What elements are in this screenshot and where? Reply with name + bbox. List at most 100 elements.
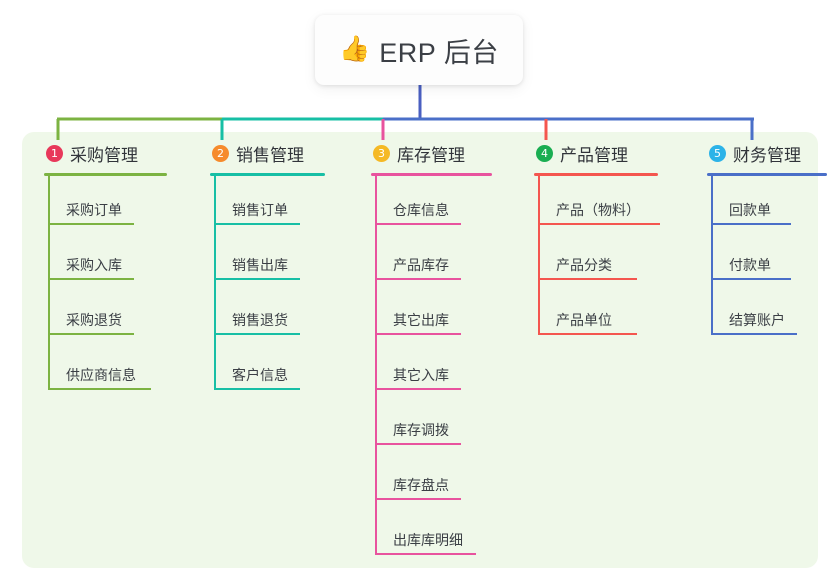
menu-item[interactable]: 回款单 — [693, 176, 827, 231]
menu-item[interactable]: 其它入库 — [357, 341, 492, 396]
menu-item[interactable]: 采购订单 — [30, 176, 167, 231]
column-header-5[interactable]: 5 财务管理 — [693, 140, 827, 166]
column-header-rule — [707, 173, 827, 176]
menu-item[interactable]: 结算账户 — [693, 286, 827, 341]
menu-item[interactable]: 供应商信息 — [30, 341, 167, 396]
menu-item-label: 供应商信息 — [66, 367, 136, 383]
menu-item-label: 采购订单 — [66, 202, 122, 218]
column-header-1[interactable]: 1 采购管理 — [30, 140, 167, 166]
menu-item-label: 结算账户 — [729, 312, 785, 328]
menu-item[interactable]: 付款单 — [693, 231, 827, 286]
root-node-title: ERP 后台 — [379, 37, 499, 68]
column-销售管理: 2 销售管理销售订单销售出库销售退货客户信息 — [196, 140, 325, 396]
column-spine — [48, 176, 50, 390]
column-header-rule — [371, 173, 492, 176]
menu-item-rule — [375, 443, 461, 445]
menu-item[interactable]: 产品分类 — [520, 231, 658, 286]
menu-item-rule — [375, 388, 461, 390]
menu-item[interactable]: 采购入库 — [30, 231, 167, 286]
menu-item-label: 付款单 — [729, 257, 771, 273]
menu-item-label: 产品分类 — [556, 257, 612, 273]
menu-item[interactable]: 产品（物料） — [520, 176, 660, 231]
column-items: 销售订单销售出库销售退货客户信息 — [196, 176, 325, 396]
menu-item-rule — [538, 278, 637, 280]
menu-item-label: 库存调拨 — [393, 422, 449, 438]
menu-item-label: 销售退货 — [232, 312, 288, 328]
column-title: 采购管理 — [70, 145, 138, 165]
column-header-rule — [44, 173, 167, 176]
menu-item-rule — [375, 333, 461, 335]
menu-item[interactable]: 其它出库 — [357, 286, 492, 341]
menu-item[interactable]: 销售出库 — [196, 231, 325, 286]
column-badge-3: 3 — [373, 144, 390, 162]
column-title: 库存管理 — [397, 145, 465, 165]
column-title: 销售管理 — [236, 145, 304, 165]
column-财务管理: 5 财务管理回款单付款单结算账户 — [693, 140, 827, 341]
menu-item-rule — [538, 333, 637, 335]
column-items: 产品（物料） 产品分类产品单位 — [520, 176, 660, 341]
column-items: 回款单付款单结算账户 — [693, 176, 827, 341]
column-badge-1: 1 — [46, 144, 63, 162]
menu-item-rule — [48, 333, 134, 335]
menu-item-label: 销售订单 — [232, 202, 288, 218]
menu-item-label: 其它入库 — [393, 367, 449, 383]
menu-item[interactable]: 销售订单 — [196, 176, 325, 231]
column-title: 财务管理 — [733, 145, 801, 165]
column-产品管理: 4 产品管理产品（物料） 产品分类产品单位 — [520, 140, 660, 341]
column-spine — [538, 176, 540, 335]
menu-item-label: 回款单 — [729, 202, 771, 218]
menu-item-rule — [48, 223, 134, 225]
menu-item-rule — [711, 223, 791, 225]
menu-item-rule — [214, 223, 300, 225]
thumbs-up-icon: 👍 — [339, 34, 371, 63]
menu-item[interactable]: 产品库存 — [357, 231, 492, 286]
column-badge-4: 4 — [536, 144, 553, 162]
column-spine — [214, 176, 216, 390]
menu-item[interactable]: 出库库明细 — [357, 506, 492, 561]
menu-item[interactable]: 仓库信息 — [357, 176, 492, 231]
menu-item-rule — [711, 333, 797, 335]
menu-item-rule — [375, 498, 461, 500]
column-title: 产品管理 — [560, 145, 628, 165]
menu-item-rule — [214, 278, 300, 280]
column-库存管理: 3 库存管理仓库信息产品库存其它出库其它入库库存调拨库存盘点出库库明细 — [357, 140, 492, 561]
column-badge-5: 5 — [709, 144, 726, 162]
column-items: 仓库信息产品库存其它出库其它入库库存调拨库存盘点出库库明细 — [357, 176, 492, 561]
menu-item-label: 库存盘点 — [393, 477, 449, 493]
column-采购管理: 1 采购管理采购订单采购入库采购退货供应商信息 — [30, 140, 167, 396]
menu-item-rule — [48, 388, 151, 390]
menu-item-label: 产品（物料） — [556, 202, 640, 218]
menu-item[interactable]: 产品单位 — [520, 286, 658, 341]
menu-item-label: 出库库明细 — [393, 532, 463, 548]
menu-item[interactable]: 销售退货 — [196, 286, 325, 341]
column-spine — [711, 176, 713, 335]
menu-item-rule — [375, 278, 461, 280]
column-header-4[interactable]: 4 产品管理 — [520, 140, 658, 166]
menu-item-label: 客户信息 — [232, 367, 288, 383]
menu-item-label: 采购退货 — [66, 312, 122, 328]
column-header-2[interactable]: 2 销售管理 — [196, 140, 325, 166]
menu-item[interactable]: 库存盘点 — [357, 451, 492, 506]
column-items: 采购订单采购入库采购退货供应商信息 — [30, 176, 167, 396]
menu-item[interactable]: 采购退货 — [30, 286, 167, 341]
menu-item-rule — [375, 223, 461, 225]
column-badge-2: 2 — [212, 144, 229, 162]
root-node-inner: 👍 ERP 后台 — [339, 31, 499, 70]
column-header-3[interactable]: 3 库存管理 — [357, 140, 492, 166]
menu-item-rule — [375, 553, 476, 555]
menu-item[interactable]: 客户信息 — [196, 341, 325, 396]
menu-item-rule — [214, 333, 300, 335]
column-header-rule — [210, 173, 325, 176]
diagram-panel-background — [22, 132, 818, 568]
menu-item-rule — [538, 223, 660, 225]
menu-item[interactable]: 库存调拨 — [357, 396, 492, 451]
menu-item-label: 产品库存 — [393, 257, 449, 273]
menu-item-label: 采购入库 — [66, 257, 122, 273]
menu-item-rule — [711, 278, 791, 280]
root-node-card[interactable]: 👍 ERP 后台 — [315, 15, 523, 85]
column-header-rule — [534, 173, 658, 176]
menu-item-label: 产品单位 — [556, 312, 612, 328]
menu-item-label: 销售出库 — [232, 257, 288, 273]
